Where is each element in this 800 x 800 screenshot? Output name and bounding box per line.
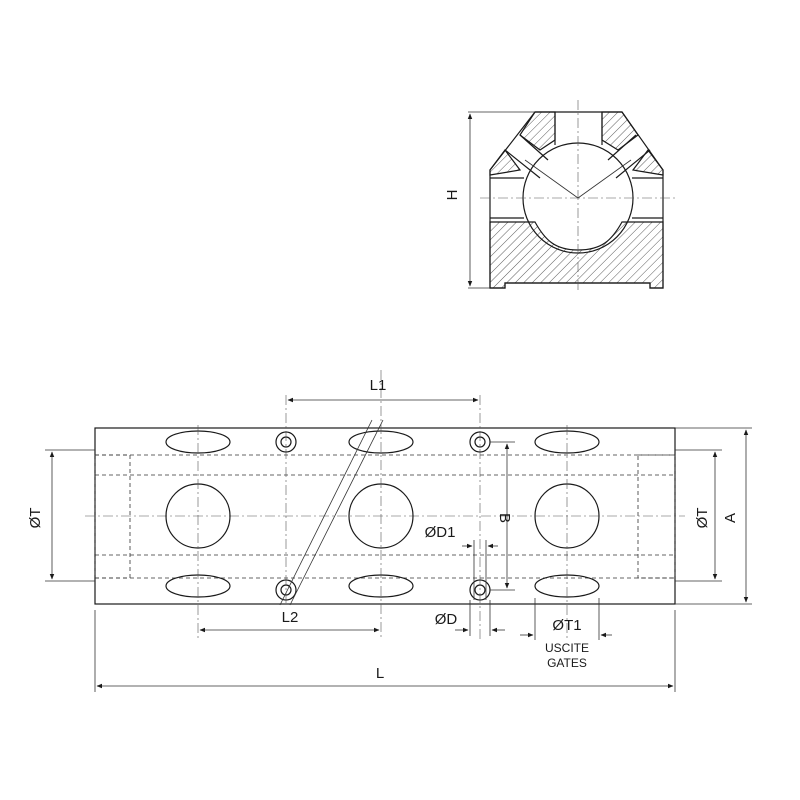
main-view: L1 L2 L ØT ØT A B ØD1 bbox=[27, 370, 752, 692]
drops bbox=[165, 370, 600, 640]
label-t-left: ØT bbox=[27, 508, 44, 529]
section-hatch-left-side bbox=[489, 149, 522, 176]
label-a: A bbox=[722, 513, 739, 523]
label-t-right: ØT bbox=[694, 508, 711, 529]
label-l2: L2 bbox=[282, 609, 299, 626]
section-hatch-top-left bbox=[519, 111, 556, 151]
label-t1: ØT1 bbox=[552, 617, 581, 634]
label-d1: ØD1 bbox=[425, 524, 456, 541]
bolt-holes bbox=[275, 395, 491, 640]
label-l: L bbox=[376, 665, 384, 682]
label-uscite: USCITE bbox=[545, 641, 589, 655]
section-view: H bbox=[444, 100, 675, 292]
section-hatch-top-right bbox=[601, 111, 639, 151]
label-h: H bbox=[444, 190, 461, 201]
label-gates: GATES bbox=[547, 656, 587, 670]
section-hatch-bottom bbox=[489, 221, 664, 289]
label-d: ØD bbox=[435, 611, 458, 628]
section-hatch-right-side bbox=[631, 149, 664, 176]
label-l1: L1 bbox=[370, 377, 387, 394]
label-b: B bbox=[496, 513, 513, 523]
